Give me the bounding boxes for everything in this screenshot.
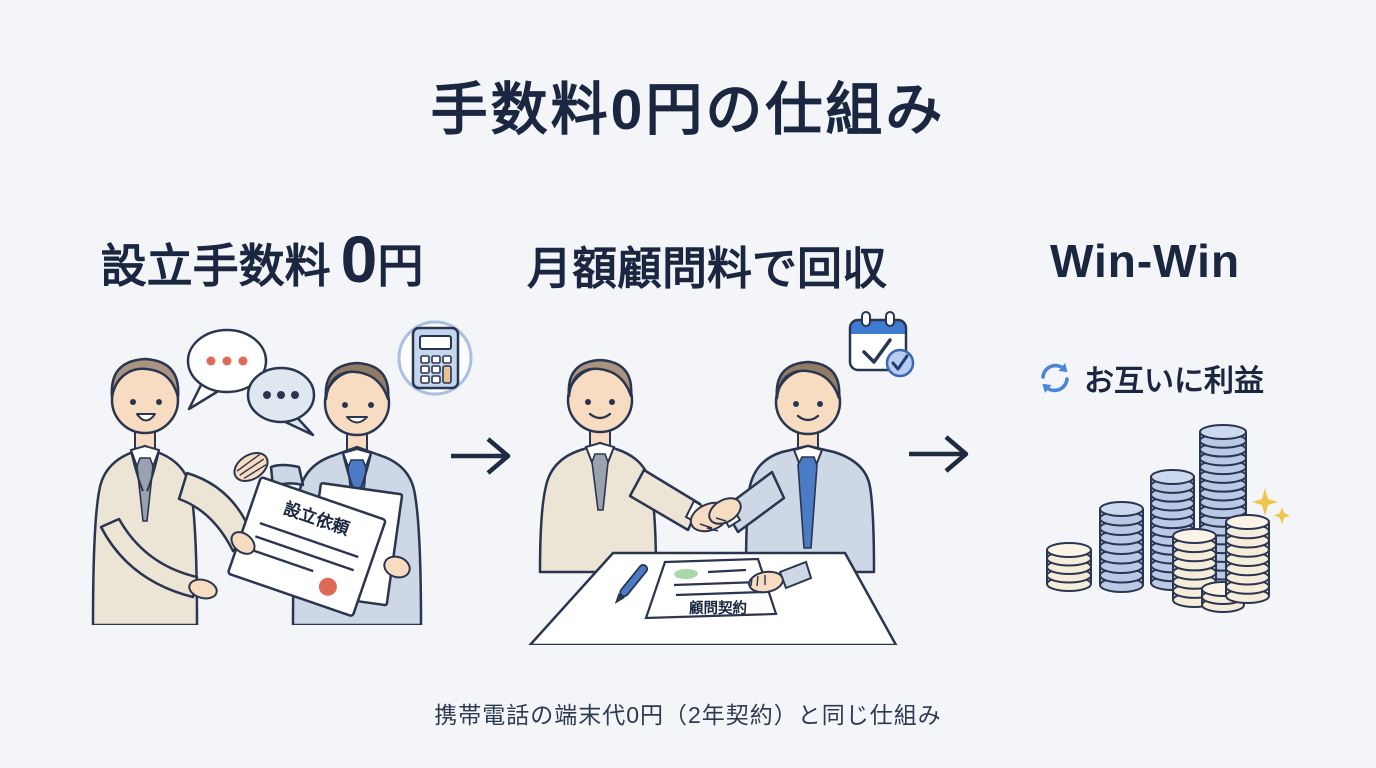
fee-heading-unit: 円 [377,240,424,292]
fee-heading-prefix: 設立手数料 [100,240,331,292]
businessman-client [91,357,253,625]
refresh-cycle-icon [1041,363,1069,393]
advisory-contract-label: 顧問契約 [689,599,747,617]
resting-hand [748,560,813,594]
mutual-benefit-row: お互いに利益 [1000,356,1300,400]
illustration-handshake: 顧問契約 [528,311,915,645]
page-caption: 携帯電話の端末代0円（2年契約）と同じ仕組み [434,702,942,728]
speech-bubbles-icon [186,328,316,437]
calculator-icon [397,320,473,396]
calendar-check-icon [848,311,915,378]
request-document: 設立依頼 [188,476,387,617]
mutual-benefit-label: お互いに利益 [1084,365,1264,398]
handshake-hands [689,497,742,533]
arrow-right-icon-2 [909,435,969,473]
coin-stacks [1046,424,1270,613]
page-title: 手数料0円の仕組み [430,78,946,142]
pen-icon [614,564,649,604]
section-fee-heading: 設立手数料 0 円 [32,226,492,296]
fee-heading-zero: 0 [340,222,378,296]
sparkle-icon [1252,488,1290,524]
illustration-coin-stacks [1046,424,1290,613]
illustration-consultation: 設立依頼 [91,320,473,625]
advisory-contract: 顧問契約 [644,557,778,620]
arrow-right-icon-1 [451,437,511,475]
businessman-advisor-2 [718,360,876,574]
section-advisory-heading: 月額顧問料で回収 [526,243,887,294]
businessman-client-2 [538,358,706,574]
section-winwin-heading: Win-Win [1049,235,1241,287]
